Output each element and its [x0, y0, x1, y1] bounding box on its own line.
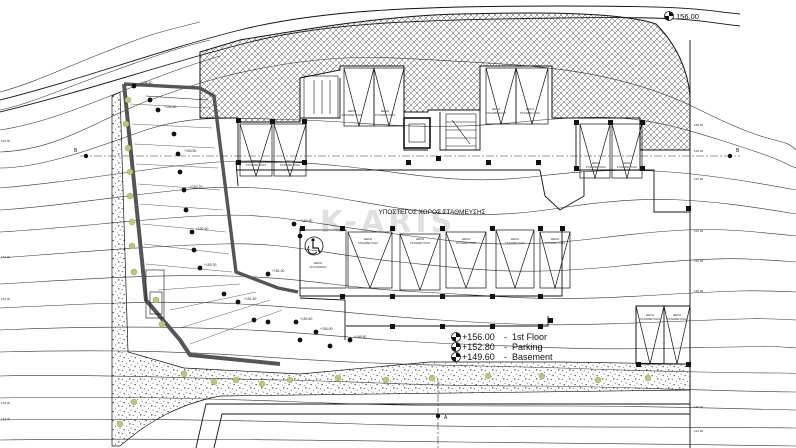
space-label-line2: ΣΤΑΘΜΕΥΣΗΣ [375, 113, 395, 117]
road-edge [195, 40, 691, 448]
storage-rooms [239, 67, 643, 180]
section-mark-bottom: A [444, 415, 448, 421]
spot-level-label: +154.40 [140, 81, 152, 85]
side-level-label: 158.00 [694, 123, 704, 127]
landscape-bed [111, 91, 691, 447]
space-label-line2: ΣΤΑΘΜΕΥΣΗΣ [342, 113, 362, 117]
space-label-line1: ΘΕΣΗ [416, 237, 424, 241]
legend-value-1: +156.00 [462, 332, 495, 342]
side-level-label: 152.00 [1, 297, 11, 301]
retaining-wall-left [122, 83, 281, 366]
space-label-line1: ΘΕΣΗ [646, 313, 654, 317]
space-label-line2: ΣΤΑΘΜΕΥΣΗΣ [358, 241, 378, 245]
space-label-line2: ΣΤΑΘΜΕΥΣΗΣ [246, 163, 266, 167]
watermark: K-ARIS [320, 205, 456, 240]
space-label-line1: ΘΕΣΗ [673, 313, 681, 317]
stair-core-left [303, 75, 339, 119]
legend-sep: - [504, 342, 507, 352]
space-label-line2: ΣΤΑΘΜΕΥΣΗΣ [410, 241, 430, 245]
parking-spaces [299, 229, 691, 365]
space-label-line1: ΘΕΣΗ [492, 107, 500, 111]
lift-box [403, 117, 431, 149]
side-level-label: 156.00 [1, 255, 11, 259]
space-labels: ΘΕΣΗ ΣΤΑΘΜΕΥΣΗΣ ΘΕΣΗ ΣΤΑΘΜΕΥΣΗΣ ΘΕΣΗ ΣΤΑ… [246, 107, 687, 321]
side-level-label: 144.00 [694, 429, 704, 433]
section-mark-left: B [74, 148, 78, 154]
spot-level-label: +151.60 [244, 297, 256, 301]
spot-level-label: +150.40 [300, 317, 312, 321]
spot-level-label: +149.80 [354, 335, 366, 339]
spot-level-texts: +154.40 +154.60 +153.80 +153.20 +152.60 … [140, 81, 366, 339]
hatched-roof-slab [199, 12, 691, 151]
ramp-boxes [145, 269, 165, 319]
space-label-line2: ΣΤΑΘΜΕΥΣΗΣ [667, 317, 687, 321]
space-label-line2: ΣΤΑΘΜΕΥΣΗΣ [520, 111, 540, 115]
level-legend: +156.00 - 1st Floor +152.80 - Parking +1… [451, 332, 553, 362]
spot-level-label: +152.60 [196, 227, 208, 231]
side-level-label: 154.00 [694, 177, 704, 181]
side-level-label: 156.00 [694, 149, 704, 153]
section-mark-right: B [736, 148, 740, 154]
top-level-value: 156.00 [676, 12, 699, 21]
spot-level-label: +150.00 [320, 327, 332, 331]
spot-level-label: +153.20 [190, 185, 202, 189]
spot-level-label: +150.80 [300, 219, 312, 223]
space-label-line1: ΘΕΣΗ [286, 159, 294, 163]
space-label-line1: ΘΕΣΗ [381, 109, 389, 113]
left-side-levels: 160.00 156.00 152.00 148.00 144.00 [1, 139, 11, 421]
space-label-line2: ΣΤΑΘΜΕΥΣΗΣ [545, 241, 565, 245]
disabled-label-line2: ΑΝΑΠΗΡΩΝ [310, 265, 327, 269]
space-label-line2: ΣΤΑΘΜΕΥΣΗΣ [505, 241, 525, 245]
space-label-line1: ΘΕΣΗ [592, 161, 600, 165]
side-level-label: 148.00 [1, 401, 11, 405]
spot-level-label: +151.20 [272, 269, 284, 273]
space-label-line2: ΣΤΑΘΜΕΥΣΗΣ [280, 163, 300, 167]
disabled-parking-icon [304, 236, 324, 256]
stair-core-right [445, 113, 477, 151]
ramp-inner-line [145, 95, 209, 101]
ramp-wall [123, 82, 299, 294]
spot-level-label: +154.60 [164, 105, 176, 109]
legend-label-2: Parking [512, 342, 543, 352]
trees [116, 96, 652, 428]
parking-area-label: ΥΠΟΣΤΕΓΟΣ ΧΩΡΟΣ ΣΤΑΘΜΕΥΣΗΣ [378, 209, 485, 216]
side-level-label: 144.00 [1, 417, 11, 421]
top-level-marker: 156.00 [664, 11, 699, 21]
legend-value-2: +152.80 [462, 342, 495, 352]
legend-label-1: 1st Floor [512, 332, 547, 342]
side-level-label: 150.00 [694, 259, 704, 263]
legend-label-3: Basement [512, 352, 553, 362]
space-label-line1: ΘΕΣΗ [526, 107, 534, 111]
legend-sep: - [504, 352, 507, 362]
ramp-hatch [129, 103, 283, 345]
space-label-line2: ΣΤΑΘΜΕΥΣΗΣ [486, 111, 506, 115]
space-label-line2: ΣΤΑΘΜΕΥΣΗΣ [640, 317, 660, 321]
spot-level-label: +152.00 [204, 263, 216, 267]
side-level-label: 148.00 [694, 289, 704, 293]
space-label-line1: ΘΕΣΗ [551, 237, 559, 241]
right-side-levels: 158.00 156.00 154.00 152.00 150.00 148.0… [694, 123, 704, 433]
space-label-line1: ΘΕΣΗ [348, 109, 356, 113]
space-label-line1: ΘΕΣΗ [462, 237, 470, 241]
spot-level-markers [131, 83, 353, 349]
disabled-label-line1: ΘΕΣΗ [314, 261, 322, 265]
legend-value-3: +149.60 [462, 352, 495, 362]
space-label-line2: ΣΤΑΘΜΕΥΣΗΣ [456, 241, 476, 245]
space-label-line1: ΘΕΣΗ [364, 237, 372, 241]
section-marks: B B A [74, 148, 740, 421]
spot-level-label: +153.80 [184, 149, 196, 153]
side-level-label: 146.00 [694, 405, 704, 409]
space-label-line1: ΘΕΣΗ [252, 159, 260, 163]
space-label-line2: ΣΤΑΘΜΕΥΣΗΣ [617, 165, 637, 169]
side-level-label: 160.00 [1, 139, 11, 143]
space-label-line2: ΣΤΑΘΜΕΥΣΗΣ [586, 165, 606, 169]
side-level-label: 152.00 [694, 229, 704, 233]
space-label-line1: ΘΕΣΗ [623, 161, 631, 165]
space-label-line1: ΘΕΣΗ [511, 237, 519, 241]
legend-sep: - [504, 332, 507, 342]
